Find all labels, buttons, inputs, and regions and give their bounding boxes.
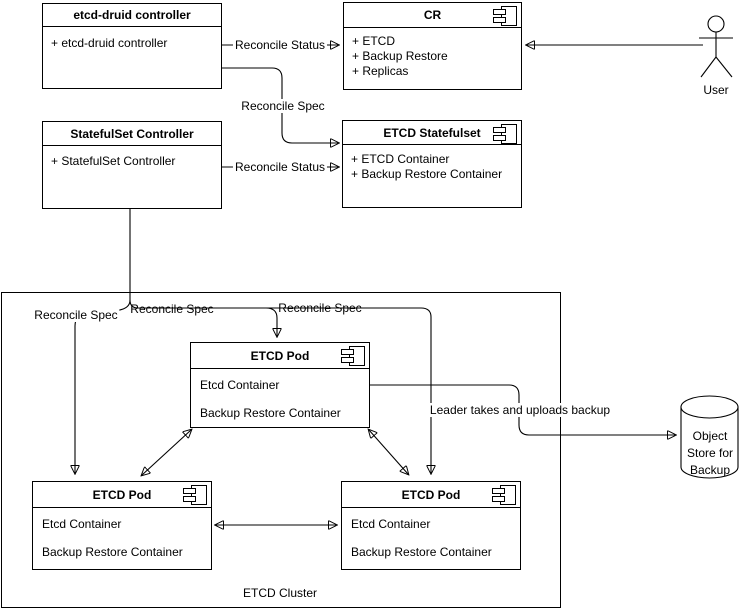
node-title-text: StatefulSet Controller (70, 126, 194, 141)
node-body: Etcd Container Backup Restore Container (33, 508, 211, 566)
node-attribute: + Replicas (352, 63, 409, 78)
node-attribute: + ETCD (352, 33, 396, 48)
node-title: StatefulSet Controller (43, 122, 221, 146)
edge-label-reconcile-spec-mid: Reconcile Spec (130, 302, 214, 316)
arrow-reconcile-spec-right (129, 299, 431, 473)
node-statefulset-controller: StatefulSet Controller + StatefulSet Con… (42, 121, 222, 209)
node-title-text: etcd-druid controller (73, 8, 191, 22)
etcd-cluster-label: ETCD Cluster (242, 586, 318, 600)
component-icon (341, 346, 365, 366)
node-title-text: ETCD Pod (401, 487, 461, 502)
node-attribute: Backup Restore Container (42, 545, 183, 559)
node-etcd-pod-left: ETCD Pod Etcd Container Backup Restore C… (32, 481, 212, 570)
node-cr: CR + ETCD + Backup Restore + Replicas (343, 2, 522, 90)
node-attribute: Backup Restore Container (200, 406, 341, 420)
edge-label-reconcile-spec-right: Reconcile Spec (278, 301, 362, 315)
component-icon (492, 485, 516, 505)
object-store-label: Object Store for Backup (686, 429, 734, 477)
node-etcd-pod-middle: ETCD Pod Etcd Container Backup Restore C… (190, 342, 370, 428)
node-body: + ETCD + Backup Restore + Replicas (344, 28, 521, 78)
arrow-pod-middle-left (142, 430, 191, 475)
node-attribute: Etcd Container (351, 517, 431, 531)
node-body: Etcd Container Backup Restore Container (342, 508, 520, 566)
edge-label-leader-backup: Leader takes and uploads backup (427, 403, 613, 417)
edge-label-reconcile-spec-left: Reconcile Spec (32, 308, 120, 322)
node-attribute: + etcd-druid controller (51, 35, 168, 50)
node-attribute: Backup Restore Container (351, 545, 492, 559)
node-body: + ETCD Container + Backup Restore Contai… (343, 145, 521, 181)
node-title: CR (344, 3, 521, 28)
node-etcd-statefulset: ETCD Statefulset + ETCD Container + Back… (342, 120, 522, 208)
node-title: etcd-druid controller (43, 4, 221, 27)
node-attribute: + Backup Restore (352, 48, 448, 63)
node-title-text: ETCD Statefulset (383, 125, 481, 140)
node-etcd-pod-right: ETCD Pod Etcd Container Backup Restore C… (341, 481, 521, 570)
node-title-text: ETCD Pod (92, 487, 152, 502)
node-title: ETCD Pod (33, 482, 211, 508)
node-body: + etcd-druid controller (43, 27, 221, 50)
node-title-text: CR (423, 8, 442, 22)
component-icon (183, 485, 207, 505)
node-body: Etcd Container Backup Restore Container (191, 369, 369, 427)
node-etcd-druid-controller: etcd-druid controller + etcd-druid contr… (42, 3, 222, 89)
node-attribute: + ETCD Container (351, 151, 450, 166)
edge-label-reconcile-status-top: Reconcile Status (232, 38, 328, 52)
node-attribute: + StatefulSet Controller (51, 153, 176, 168)
edge-label-reconcile-spec-curve: Reconcile Spec (239, 99, 327, 113)
node-title: ETCD Pod (191, 343, 369, 369)
component-icon (493, 124, 517, 144)
arrow-reconcile-spec-middle (265, 307, 277, 336)
node-attribute: Etcd Container (200, 378, 280, 392)
object-store-cylinder (680, 395, 739, 479)
edge-label-reconcile-status-mid: Reconcile Status (232, 160, 328, 174)
user-actor-label: User (703, 83, 729, 97)
node-attribute: Etcd Container (42, 517, 122, 531)
node-title: ETCD Pod (342, 482, 520, 508)
node-title: ETCD Statefulset (343, 121, 521, 145)
arrow-pod-middle-right (369, 430, 408, 474)
component-icon (493, 6, 517, 26)
etcd-cluster-container (1, 292, 561, 608)
node-title-text: ETCD Pod (250, 348, 310, 363)
user-actor-icon (699, 15, 733, 78)
node-body: + StatefulSet Controller (43, 146, 221, 168)
node-attribute: + Backup Restore Container (351, 166, 503, 181)
